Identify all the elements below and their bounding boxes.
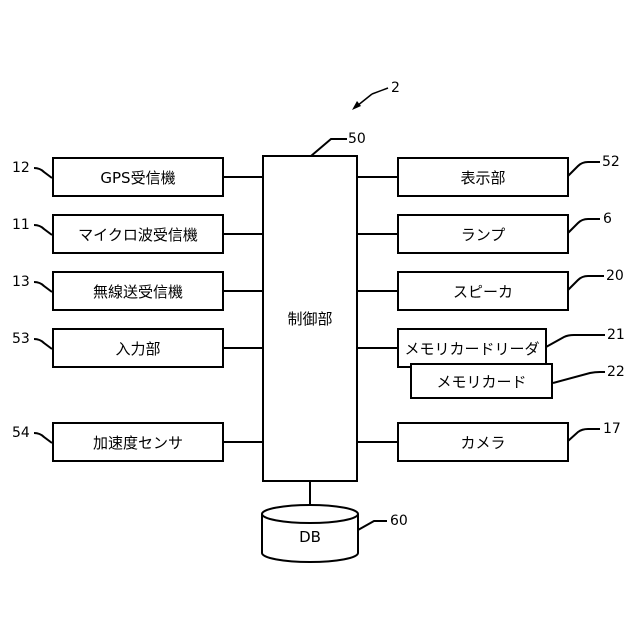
ref-lamp: 6 [603,211,612,227]
camera-label: カメラ [460,432,505,453]
memory-card-block: メモリカード [410,363,553,399]
leader-53 [34,339,52,349]
leader-60 [358,521,387,530]
figure-ref-arrow [352,88,388,110]
leader-20 [568,276,604,290]
ref-wireless-transceiver: 13 [12,274,30,290]
lamp-label: ランプ [461,224,506,245]
leader-6 [568,219,600,233]
display-unit-block: 表示部 [397,157,569,197]
leader-13 [34,282,52,292]
memory-card-reader-label: メモリカードリーダ [404,338,539,359]
lamp-block: ランプ [397,214,569,254]
ref-speaker: 20 [606,268,624,284]
controller-label: 制御部 [287,308,332,329]
leader-12 [34,168,52,178]
speaker-label: スピーカ [453,281,513,302]
ref-figure: 2 [391,80,400,96]
ref-gps-receiver: 12 [12,160,30,176]
leader-54 [34,433,52,443]
wireless-transceiver-block: 無線送受信機 [52,271,224,311]
leader-50 [311,139,347,156]
ref-microwave-receiver: 11 [12,217,30,233]
memory-card-reader-block: メモリカードリーダ [397,328,547,368]
wireless-transceiver-label: 無線送受信機 [93,281,183,302]
gps-receiver-label: GPS受信機 [100,167,175,188]
ref-camera: 17 [603,421,621,437]
leader-52 [568,162,600,176]
leader-11 [34,225,52,235]
camera-block: カメラ [397,422,569,462]
acceleration-sensor-label: 加速度センサ [93,432,183,453]
microwave-receiver-label: マイクロ波受信機 [78,224,198,245]
input-unit-block: 入力部 [52,328,224,368]
leader-21 [546,335,605,347]
controller-block: 制御部 [262,155,358,482]
input-unit-label: 入力部 [115,338,160,359]
gps-receiver-block: GPS受信機 [52,157,224,197]
acceleration-sensor-block: 加速度センサ [52,422,224,462]
leader-22 [553,372,605,383]
ref-memory-card-reader: 21 [607,327,625,343]
microwave-receiver-block: マイクロ波受信機 [52,214,224,254]
ref-memory-card: 22 [607,364,625,380]
ref-acceleration-sensor: 54 [12,425,30,441]
display-unit-label: 表示部 [460,167,505,188]
ref-controller: 50 [348,131,366,147]
ref-display-unit: 52 [602,154,620,170]
ref-database: 60 [390,513,408,529]
memory-card-label: メモリカード [436,371,526,392]
leader-17 [568,429,600,441]
speaker-block: スピーカ [397,271,569,311]
ref-input-unit: 53 [12,331,30,347]
db-label: DB [262,528,358,546]
